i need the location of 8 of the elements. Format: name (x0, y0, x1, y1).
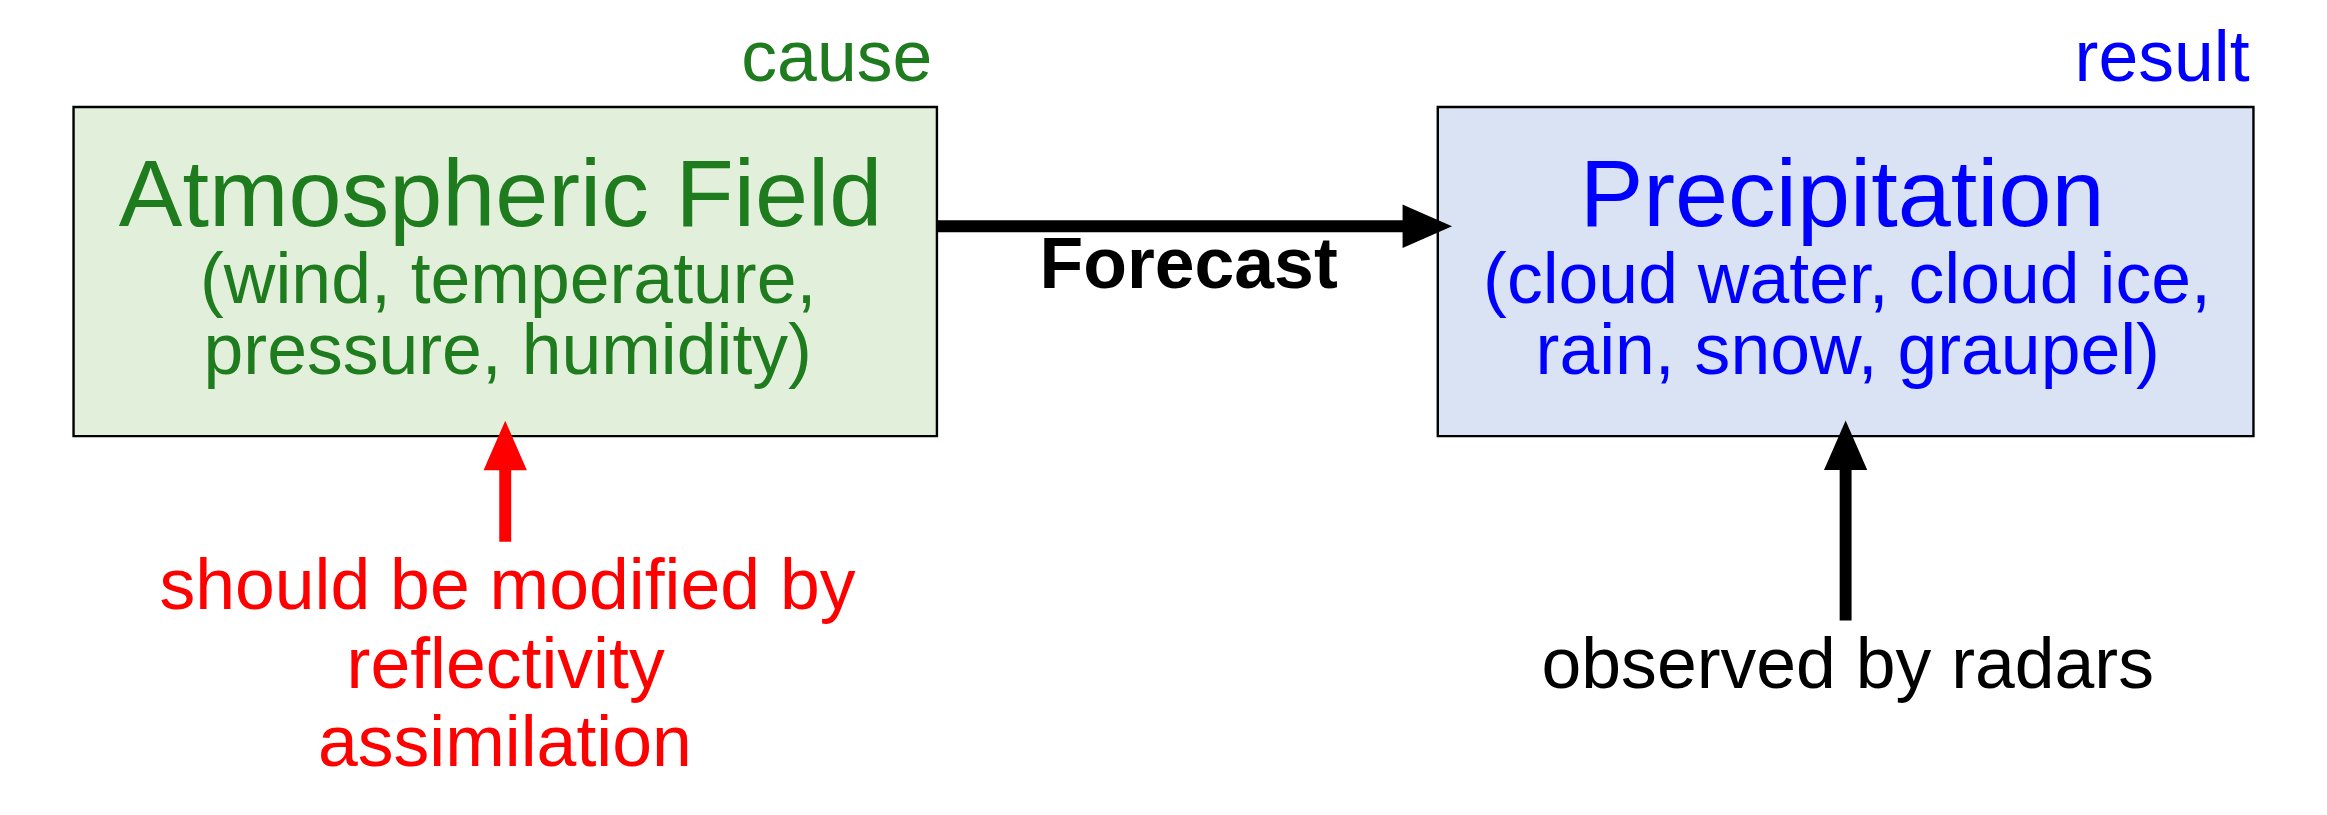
node-label: result (2074, 15, 2250, 96)
node-text: observed by radars (1541, 622, 2154, 703)
arrow (937, 204, 1453, 248)
node-label: cause (741, 15, 933, 96)
arrow (483, 420, 527, 542)
node-text: should be modified by reflectivity assimilation (159, 544, 856, 782)
arrow (1823, 420, 1868, 621)
edge-label: Forecast (1039, 223, 1338, 304)
